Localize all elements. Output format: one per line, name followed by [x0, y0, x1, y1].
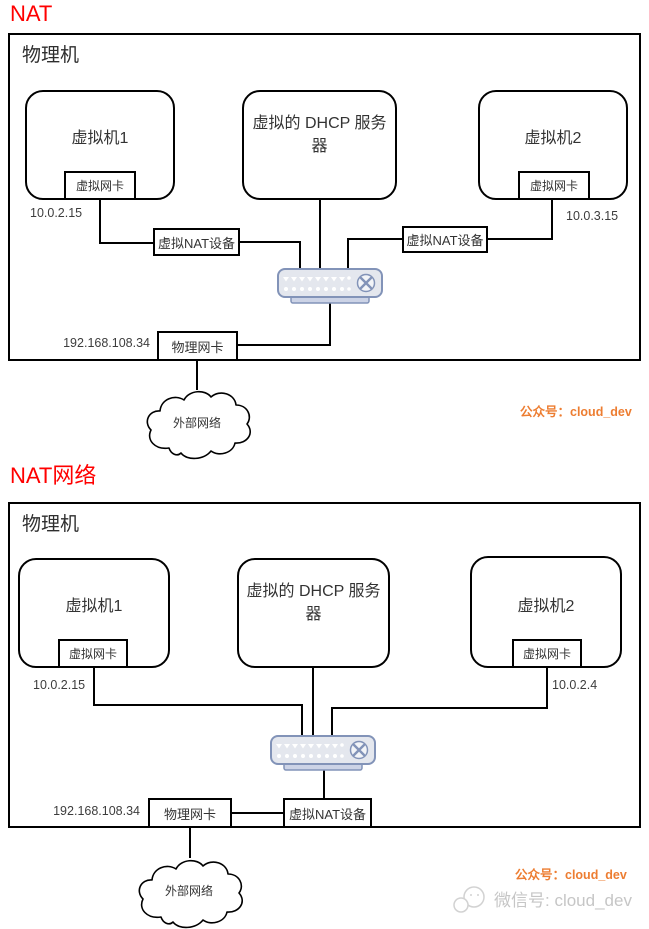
diagram2-vm1-nic-label: 虚拟网卡 — [68, 647, 117, 661]
diagram1-nat-right-label: 虚拟NAT设备 — [406, 233, 484, 248]
diagram2-pnic-box: 物理网卡 — [148, 798, 232, 828]
diagram2-dhcp-label: 虚拟的 DHCP 服务器 — [246, 583, 381, 623]
diagram2-vm1-ip: 10.0.2.15 — [33, 678, 86, 692]
diagram2-watermark: 公众号：cloud_dev — [515, 868, 627, 882]
diagram1-vm1-ip: 10.0.2.15 — [30, 206, 83, 220]
diagram2-nat-box: 虚拟NAT设备 — [283, 798, 372, 828]
diagram1-vm2-nic-box: 虚拟网卡 — [518, 171, 590, 200]
diagram2-pnic-label: 物理网卡 — [163, 806, 216, 822]
diagram2-dhcp-box — [237, 558, 390, 668]
diagram2-vm2-label: 虚拟机2 — [517, 598, 575, 615]
diagram2-vm2-ip: 10.0.2.4 — [552, 678, 598, 692]
diagram1-nat-left-box: 虚拟NAT设备 — [153, 228, 240, 256]
diagram2-wechat-id: 微信号: cloud_dev — [494, 891, 632, 910]
diagram2-pnic-ip: 192.168.108.34 — [53, 804, 140, 818]
diagram1-vm2-ip: 10.0.3.15 — [566, 209, 619, 223]
diagram1-cloud-label: 外部网络 — [172, 416, 221, 430]
diagram1-pnic-box: 物理网卡 — [157, 331, 238, 361]
diagram2-vm1-nic-box: 虚拟网卡 — [58, 639, 128, 668]
diagram1-dhcp-label: 虚拟的 DHCP 服务器 — [252, 115, 387, 155]
diagram2-nat-label: 虚拟NAT设备 — [288, 806, 367, 822]
diagram2-vm2-nic-box: 虚拟网卡 — [512, 639, 582, 668]
diagram1-pnic-ip: 192.168.108.34 — [63, 336, 150, 350]
diagram1-host-label: 物理机 — [22, 45, 80, 66]
diagram2-vm1-label: 虚拟机1 — [65, 598, 123, 615]
wechat-icon — [453, 886, 485, 913]
diagram1-nat-left-label: 虚拟NAT设备 — [157, 235, 236, 251]
diagram1-host-box — [8, 33, 641, 361]
diagram1-pnic-label: 物理网卡 — [171, 339, 224, 355]
diagram2-cloud-label: 外部网络 — [164, 884, 213, 898]
diagram1-vm1-nic-box: 虚拟网卡 — [64, 171, 136, 200]
diagram1-vm2-label: 虚拟机2 — [524, 130, 582, 147]
diagram2-host-label: 物理机 — [22, 514, 80, 535]
diagram1-vm2-nic-label: 虚拟网卡 — [529, 179, 578, 193]
diagram1-title: NAT — [10, 1, 53, 26]
diagram2-vm2-nic-label: 虚拟网卡 — [522, 647, 571, 661]
diagram1-watermark: 公众号：cloud_dev — [520, 405, 632, 419]
diagram1-dhcp-box — [242, 90, 397, 200]
diagram1-vm1-label: 虚拟机1 — [71, 130, 129, 147]
diagram2-title: NAT网络 — [10, 463, 97, 488]
diagram1-nat-right-box: 虚拟NAT设备 — [402, 226, 488, 253]
diagram1-vm1-nic-label: 虚拟网卡 — [75, 179, 124, 193]
